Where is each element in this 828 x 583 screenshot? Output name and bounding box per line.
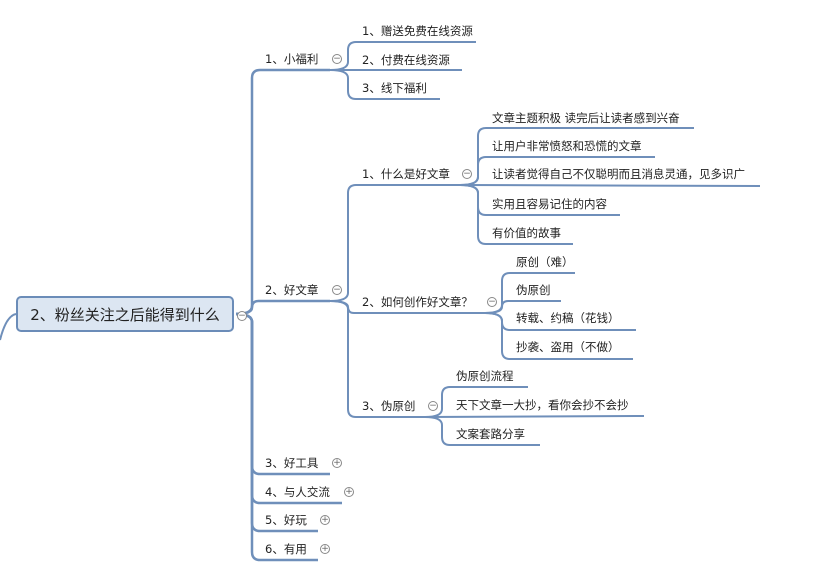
connector <box>329 300 425 418</box>
collapse-icon[interactable]: − <box>237 311 247 321</box>
leaf-node[interactable]: 让用户非常愤怒和恐慌的文章 <box>492 139 642 153</box>
connector <box>484 312 633 360</box>
sub-branch-node[interactable]: 1、什么是好文章 <box>362 167 450 181</box>
connector <box>235 68 330 316</box>
collapse-icon[interactable]: − <box>487 297 497 307</box>
connector <box>329 69 440 100</box>
collapse-icon[interactable]: − <box>462 169 472 179</box>
sub-branch-node[interactable]: 3、伪原创 <box>362 399 416 413</box>
leaf-node[interactable]: 2、付费在线资源 <box>362 53 450 67</box>
collapse-icon[interactable]: − <box>428 401 438 411</box>
expand-icon[interactable]: + <box>344 487 354 497</box>
leaf-node[interactable]: 有价值的故事 <box>492 226 561 240</box>
leaf-node[interactable]: 伪原创 <box>516 283 551 297</box>
leaf-node[interactable]: 文章主题积极 读完后让读者感到兴奋 <box>492 111 680 125</box>
branch-node[interactable]: 5、好玩 <box>265 513 307 527</box>
branch-node[interactable]: 2、好文章 <box>265 283 319 297</box>
connector <box>484 300 561 314</box>
collapse-icon[interactable]: − <box>332 285 342 295</box>
collapse-icon[interactable]: − <box>332 54 342 64</box>
connector <box>424 415 645 418</box>
connector <box>0 313 17 341</box>
sub-branch-node[interactable]: 2、如何创作好文章？ <box>362 295 473 309</box>
expand-icon[interactable]: + <box>320 515 330 525</box>
leaf-node[interactable]: 让读者觉得自己不仅聪明而且消息灵通，见多识广 <box>492 167 745 181</box>
expand-icon[interactable]: + <box>320 544 330 554</box>
branch-node[interactable]: 6、有用 <box>265 542 307 556</box>
leaf-node[interactable]: 天下文章一大抄，看你会抄不会抄 <box>456 398 629 412</box>
branch-node[interactable]: 1、小福利 <box>265 52 319 66</box>
leaf-node[interactable]: 实用且容易记住的内容 <box>492 197 607 211</box>
leaf-node[interactable]: 3、线下福利 <box>362 81 427 95</box>
expand-icon[interactable]: + <box>332 458 342 468</box>
connector <box>459 184 573 245</box>
connector <box>459 184 761 187</box>
leaf-node[interactable]: 转载、约稿（花钱） <box>516 311 620 325</box>
leaf-node[interactable]: 文案套路分享 <box>456 427 525 441</box>
leaf-node[interactable]: 1、赠送免费在线资源 <box>362 24 473 38</box>
root-node[interactable]: 2、粉丝关注之后能得到什么 <box>16 296 234 332</box>
connector <box>329 184 460 302</box>
leaf-node[interactable]: 抄袭、盗用（不做） <box>516 340 620 354</box>
leaf-node[interactable]: 原创（难） <box>516 255 574 269</box>
connector <box>235 299 330 316</box>
branch-node[interactable]: 3、好工具 <box>265 456 319 470</box>
connector <box>235 312 330 476</box>
leaf-node[interactable]: 伪原创流程 <box>456 369 514 383</box>
branch-node[interactable]: 4、与人交流 <box>265 485 330 499</box>
connector <box>424 416 540 446</box>
